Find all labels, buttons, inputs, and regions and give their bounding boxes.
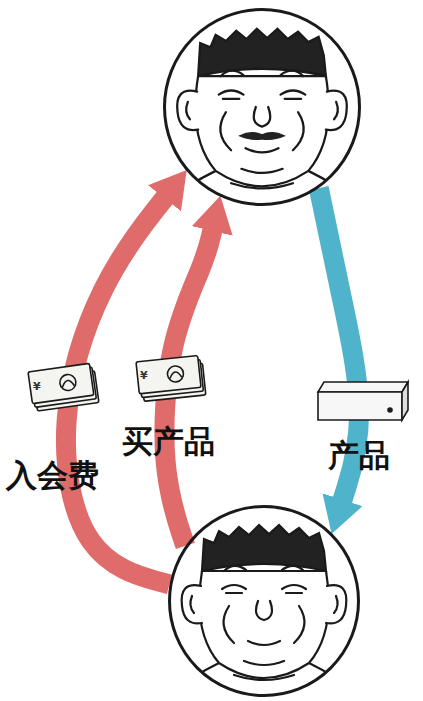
arrow-label: 买产品 bbox=[122, 426, 215, 457]
arrow-label: 入会费 bbox=[6, 460, 99, 491]
person-circle bbox=[168, 505, 360, 697]
yuan-sign: ¥ bbox=[140, 370, 148, 381]
person-circle bbox=[163, 8, 361, 206]
yuan-sign: ¥ bbox=[33, 381, 41, 392]
arrow-label: 产品 bbox=[328, 440, 390, 471]
